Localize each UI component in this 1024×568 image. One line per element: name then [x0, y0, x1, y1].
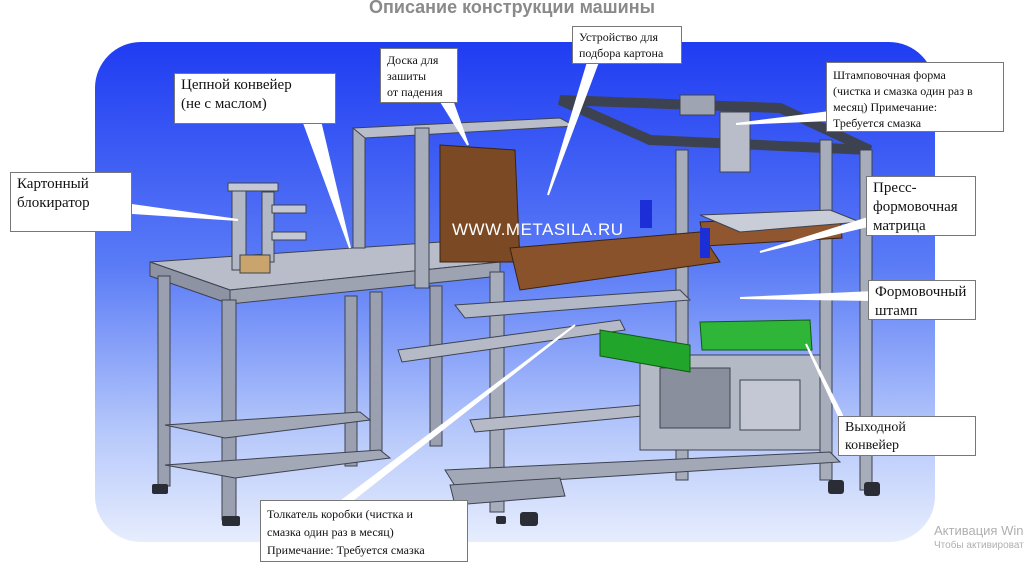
green-rollers: [599, 319, 813, 373]
callout-output-conveyor: Выходной конвейер: [838, 416, 976, 456]
callout-box-pusher: Толкатель коробки (чистка и смазка один …: [260, 500, 468, 562]
callout-chain-conveyor: Цепной конвейер (не с маслом): [174, 73, 336, 124]
wheels: [152, 480, 880, 526]
site-watermark: WWW.METASILA.RU: [452, 220, 624, 239]
activation-line-1: Активация Windows: [934, 523, 1024, 538]
callout-carton-picker: Устройство для подбора картона: [572, 26, 682, 64]
callout-carton-blocker: Картонный блокиратор: [10, 172, 132, 232]
callout-fall-protection: Доска для зашиты от падения: [380, 48, 458, 103]
callout-press-matrix: Пресс- формовочная матрица: [866, 176, 976, 236]
machine-frame: [149, 95, 873, 521]
diagram-title: Описание конструкции машины: [369, 0, 655, 17]
activation-line-2: Чтобы активировать Windows: [934, 540, 1024, 551]
blue-actuators: [640, 200, 710, 258]
callout-stamping-form: Штамповочная форма (чистка и смазка один…: [826, 62, 1004, 132]
callout-leaders: [131, 61, 875, 503]
windows-activation-notice: Активация Windows Чтобы активировать Win…: [934, 523, 1024, 553]
callout-forming-die: Формовочный штамп: [868, 280, 976, 320]
